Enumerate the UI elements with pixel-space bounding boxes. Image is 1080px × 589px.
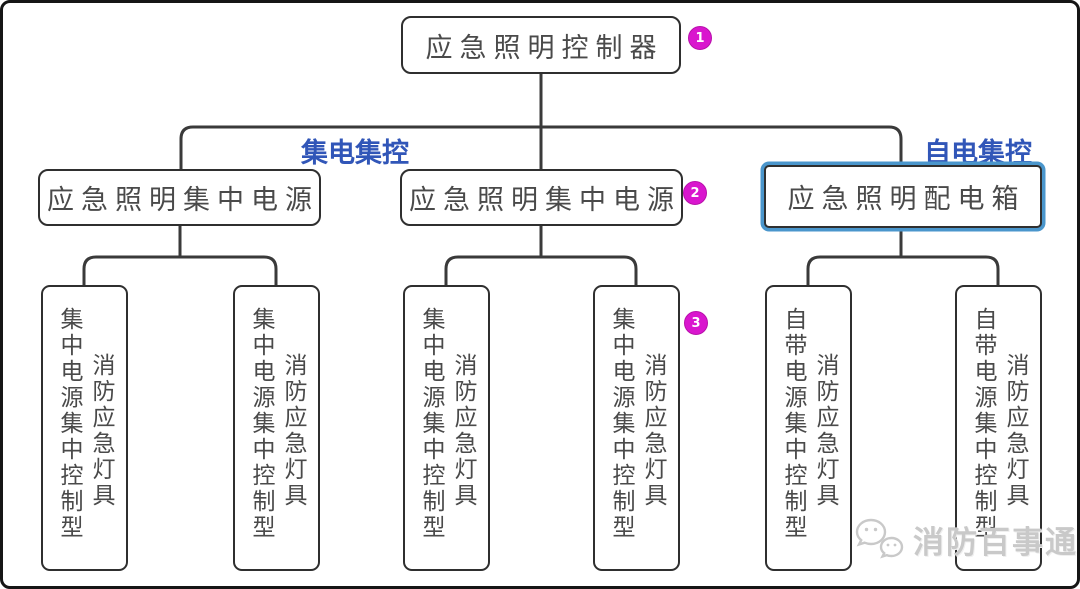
node-root: 应急照明控制器 [401,16,681,74]
leaf-text-part1: 自带电源集中控制型 [780,307,806,541]
leaf-text-part2: 消防应急灯具 [450,353,476,509]
node-central-power-center: 应急照明集中电源 [400,169,683,226]
node-leaf-1: 集中电源集中控制型 消防应急灯具 [41,285,128,571]
badge-2: 2 [683,181,707,205]
leaf-text-part2: 消防应急灯具 [640,353,666,509]
node-leaf-4: 集中电源集中控制型 消防应急灯具 [593,285,680,571]
leaf-text-part1: 集中电源集中控制型 [608,307,634,541]
branch-label-right: 自电集控 [924,138,1032,169]
node-distribution-box: 应急照明配电箱 [764,165,1042,228]
leaf-text-part2: 消防应急灯具 [1002,353,1028,509]
leaf-text-part2: 消防应急灯具 [88,353,114,509]
node-leaf-6: 自带电源集中控制型 消防应急灯具 [955,285,1042,571]
leaf-text-part1: 集中电源集中控制型 [56,307,82,541]
branch-label-left: 集电集控 [301,138,409,169]
connector-lines [82,73,1000,285]
leaf-text-part2: 消防应急灯具 [280,353,306,509]
watermark-text: 消防百事通 [913,525,1078,561]
node-label: 应急照明集中电源 [409,185,681,216]
node-label: 应急照明配电箱 [787,184,1026,215]
wechat-icon [855,518,904,559]
node-leaf-5: 自带电源集中控制型 消防应急灯具 [765,285,852,571]
node-central-power-left: 应急照明集中电源 [38,169,321,226]
leaf-text-part2: 消防应急灯具 [812,353,838,509]
badge-1: 1 [688,26,712,50]
badge-3: 3 [684,311,708,335]
node-leaf-2: 集中电源集中控制型 消防应急灯具 [233,285,320,571]
node-label: 应急照明集中电源 [47,185,319,216]
node-root-label: 应急照明控制器 [425,32,664,64]
leaf-text-part1: 集中电源集中控制型 [418,307,444,541]
leaf-text-part1: 集中电源集中控制型 [248,307,274,541]
watermark: 消防百事通 [855,517,1078,562]
leaf-text-part1: 自带电源集中控制型 [970,307,996,541]
node-leaf-3: 集中电源集中控制型 消防应急灯具 [403,285,490,571]
